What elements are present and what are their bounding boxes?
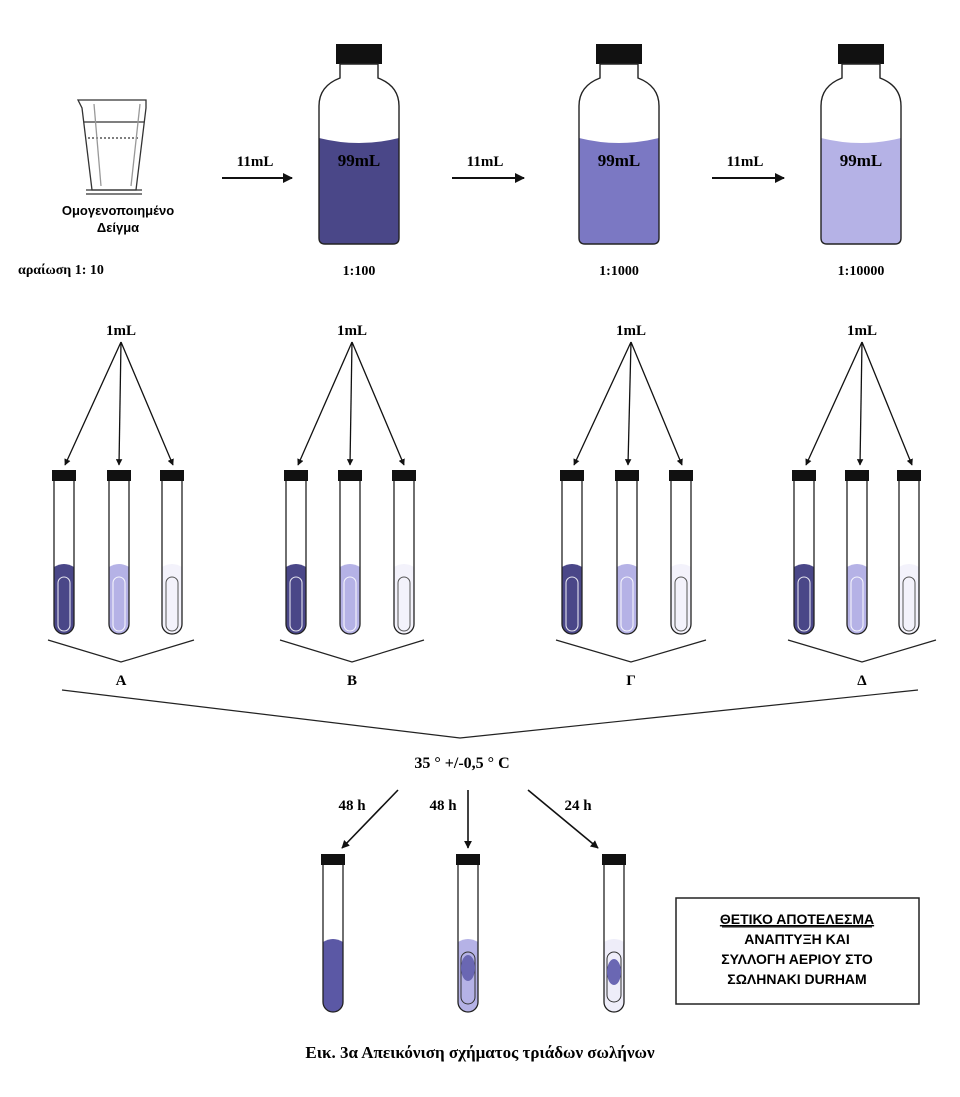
result-box-line: ΑΝΑΠΤΥΞΗ ΚΑΙ	[744, 931, 849, 947]
result-arrow-2: 48 h	[429, 790, 472, 849]
test-tube	[52, 470, 76, 635]
result-box-title: ΘΕΤΙΚΟ ΑΠΟΤΕΛΕΣΜΑ	[720, 911, 874, 927]
tube-set-d: 1mL Δ	[787, 323, 937, 689]
test-tube	[338, 470, 362, 635]
tube-set-letter: Α	[116, 673, 127, 689]
sample-dilution-label: αραίωση 1: 10	[18, 263, 104, 278]
group-bracket	[555, 639, 707, 663]
test-tube	[792, 470, 816, 635]
dilution-bottle-3: 99mL 1:10000	[820, 44, 902, 279]
test-tube	[560, 470, 584, 635]
incubation-bracket	[61, 689, 919, 739]
result-tube-gas-1	[456, 854, 480, 1013]
result-tube-gas-2	[602, 854, 626, 1013]
transfer-label: 11mL	[727, 154, 764, 170]
bottle-liquid	[821, 138, 901, 244]
test-tube	[107, 470, 131, 635]
result-arrow-1: 48 h	[338, 789, 399, 849]
beaker-icon	[76, 99, 147, 195]
tube-set-letter: Γ	[626, 673, 636, 689]
test-tube	[897, 470, 921, 635]
bottle-liquid	[319, 138, 399, 244]
result-box-line: ΣΩΛΗΝΑΚΙ DURHAM	[727, 971, 866, 987]
sample-label-line1: Ομογενοποιημένο	[62, 203, 174, 218]
gas-bubble	[607, 959, 621, 985]
durham-tube	[606, 951, 622, 1003]
dilution-bottle-2: 99mL 1:1000	[578, 44, 660, 279]
inoculum-label: 1mL	[616, 323, 646, 339]
inoculum-label: 1mL	[337, 323, 367, 339]
sample-label-line2: Δείγμα	[97, 220, 139, 235]
bottle-volume: 99mL	[598, 151, 641, 170]
inoculum-label: 1mL	[106, 323, 136, 339]
inoculum-label: 1mL	[847, 323, 877, 339]
bottle-outline	[578, 63, 660, 245]
bottle-volume: 99mL	[338, 151, 381, 170]
tube-set-letter: Δ	[857, 673, 867, 689]
transfer-arrow-3: 11mL	[712, 154, 785, 183]
positive-result-box: ΘΕΤΙΚΟ ΑΠΟΤΕΛΕΣΜΑ ΑΝΑΠΤΥΞΗ ΚΑΙ ΣΥΛΛΟΓΗ Α…	[675, 897, 920, 1005]
test-tube	[615, 470, 639, 635]
incubation-time: 48 h	[429, 798, 457, 814]
test-tube	[284, 470, 308, 635]
incubation-time: 48 h	[338, 798, 366, 814]
bottle-dilution: 1:100	[343, 264, 376, 279]
group-bracket	[279, 639, 425, 663]
bottle-outline	[318, 63, 400, 245]
group-bracket	[47, 639, 195, 663]
transfer-label: 11mL	[467, 154, 504, 170]
figure-caption: Εικ. 3α Απεικόνιση σχήματος τριάδων σωλή…	[305, 1043, 655, 1062]
result-box-line: ΣΥΛΛΟΓΗ ΑΕΡΙΟΥ ΣΤΟ	[721, 951, 873, 967]
test-tube	[669, 470, 693, 635]
bottle-liquid	[579, 138, 659, 244]
test-tube	[845, 470, 869, 635]
group-bracket	[787, 639, 937, 663]
tube-set-a: 1mL Α	[47, 323, 195, 689]
bottle-volume: 99mL	[840, 151, 883, 170]
gas-bubble	[461, 955, 475, 981]
tube-set-c: 1mL Γ	[555, 323, 707, 689]
result-arrow-3: 24 h	[527, 789, 599, 849]
result-tube-growth	[321, 854, 345, 1013]
transfer-arrow-1: 11mL	[222, 154, 293, 183]
incubation-time: 24 h	[564, 798, 592, 814]
test-tube	[160, 470, 184, 635]
transfer-arrow-2: 11mL	[452, 154, 525, 183]
transfer-label: 11mL	[237, 154, 274, 170]
tube-set-letter: Β	[347, 673, 357, 689]
incubation-temperature: 35 ° +/-0,5 ° C	[414, 755, 509, 772]
bottle-dilution: 1:10000	[838, 264, 885, 279]
tube-set-b: 1mL Β	[279, 323, 425, 689]
bottle-outline	[820, 63, 902, 245]
dilution-bottle-1: 99mL 1:100	[318, 44, 400, 279]
bottle-dilution: 1:1000	[599, 264, 639, 279]
durham-tube	[460, 951, 476, 1005]
test-tube	[392, 470, 416, 635]
